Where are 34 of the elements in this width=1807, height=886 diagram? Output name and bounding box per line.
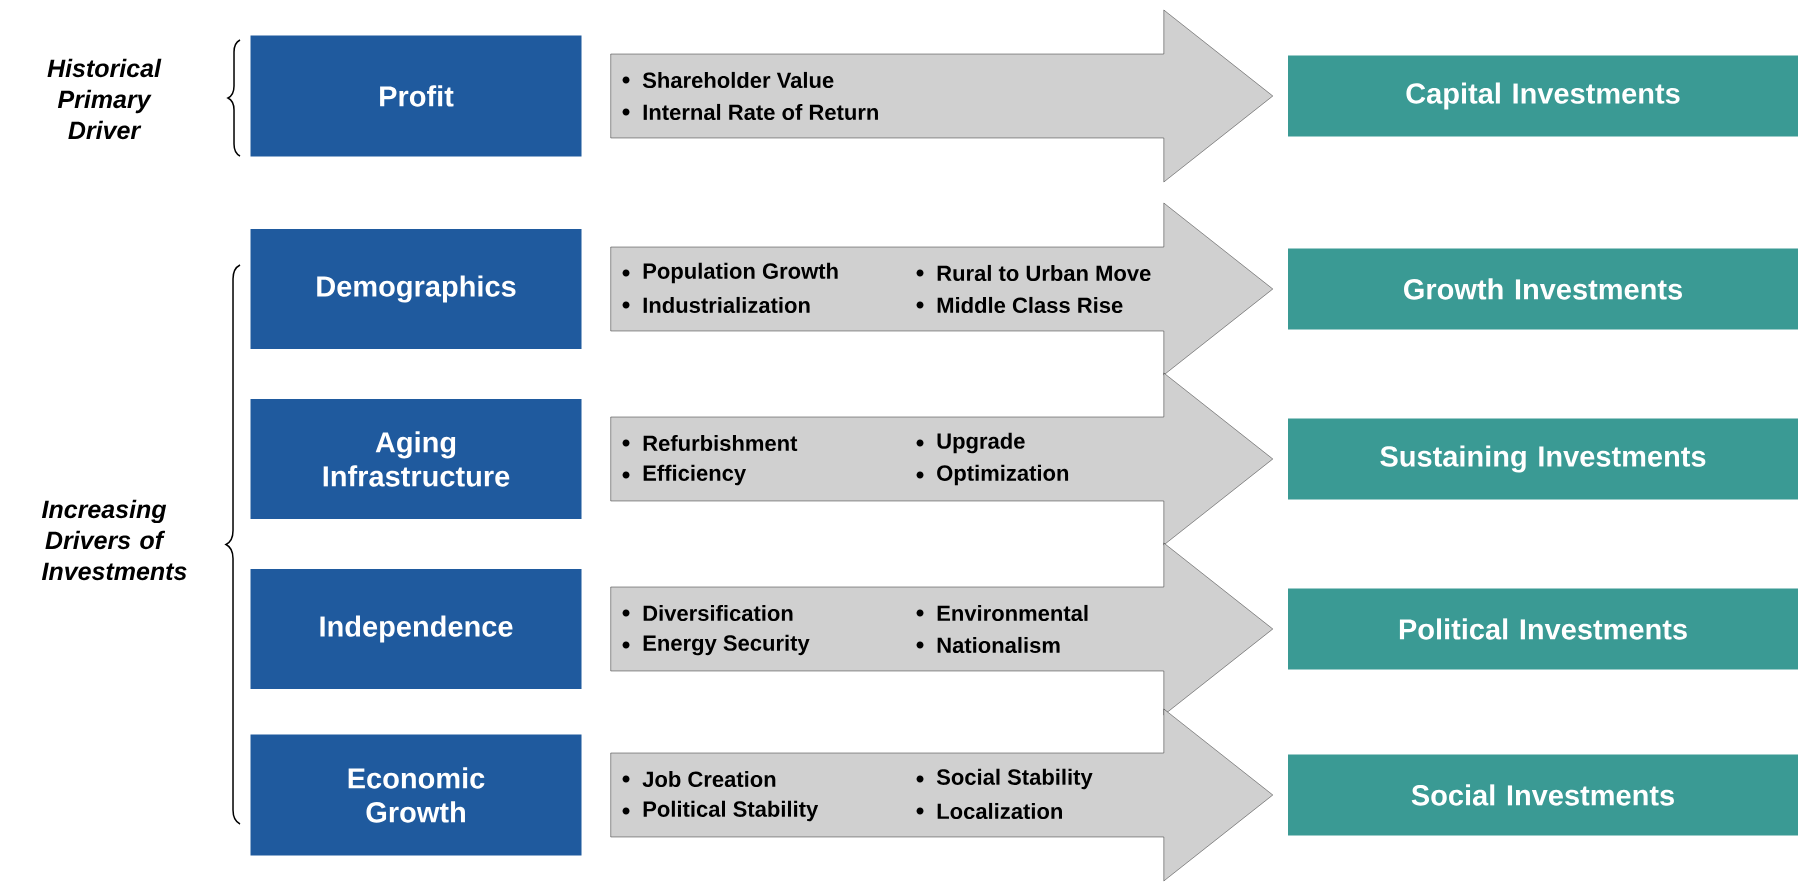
bullet-item: Efficiency [643, 464, 747, 486]
bullet-item: Nationalism [937, 636, 1060, 654]
block-arrow [610, 202, 1273, 376]
investment-box: Sustaining Investments [1288, 418, 1798, 500]
bullet-item: Middle Class Rise [937, 296, 1123, 314]
bullet-item: Localization [937, 802, 1062, 820]
driver-box: Economic Growth [250, 734, 582, 856]
bullet-item: Shareholder Value [642, 71, 834, 89]
bullet-item: Optimization [937, 464, 1069, 486]
side-label: Historical Primary Driver [47, 58, 162, 140]
bullet-item: Rural to Urban Move [937, 264, 1151, 282]
driver-box: Profit [250, 35, 582, 157]
block-arrow [610, 372, 1273, 546]
investment-box: Social Investments [1288, 754, 1798, 836]
block-arrow [610, 9, 1273, 183]
bullet-item: Job Creation [642, 770, 776, 788]
investment-box: Capital Investments [1288, 55, 1798, 137]
driver-box: Demographics [250, 229, 582, 349]
bullet-item: Refurbishment [643, 434, 798, 452]
bullet-item: Social Stability [936, 768, 1093, 790]
driver-box: Aging Infrastructure [250, 399, 582, 519]
investment-box: Political Investments [1288, 588, 1798, 670]
bullet-item: Environmental [937, 604, 1088, 622]
bullet-item: Industrialization [643, 296, 810, 314]
block-arrow [610, 708, 1273, 882]
bullet-item: Energy Security [643, 634, 810, 656]
driver-box: Independence [250, 569, 582, 689]
investment-box: Growth Investments [1288, 248, 1798, 330]
bullet-item: Diversification [643, 604, 793, 622]
side-label: Increasing Drivers of Investments [41, 499, 187, 581]
bullet-item: Internal Rate of Return [643, 103, 878, 121]
bullet-item: Population Growth [643, 262, 838, 284]
bullet-item: Upgrade [937, 432, 1025, 454]
bullet-item: Political Stability [643, 800, 819, 822]
